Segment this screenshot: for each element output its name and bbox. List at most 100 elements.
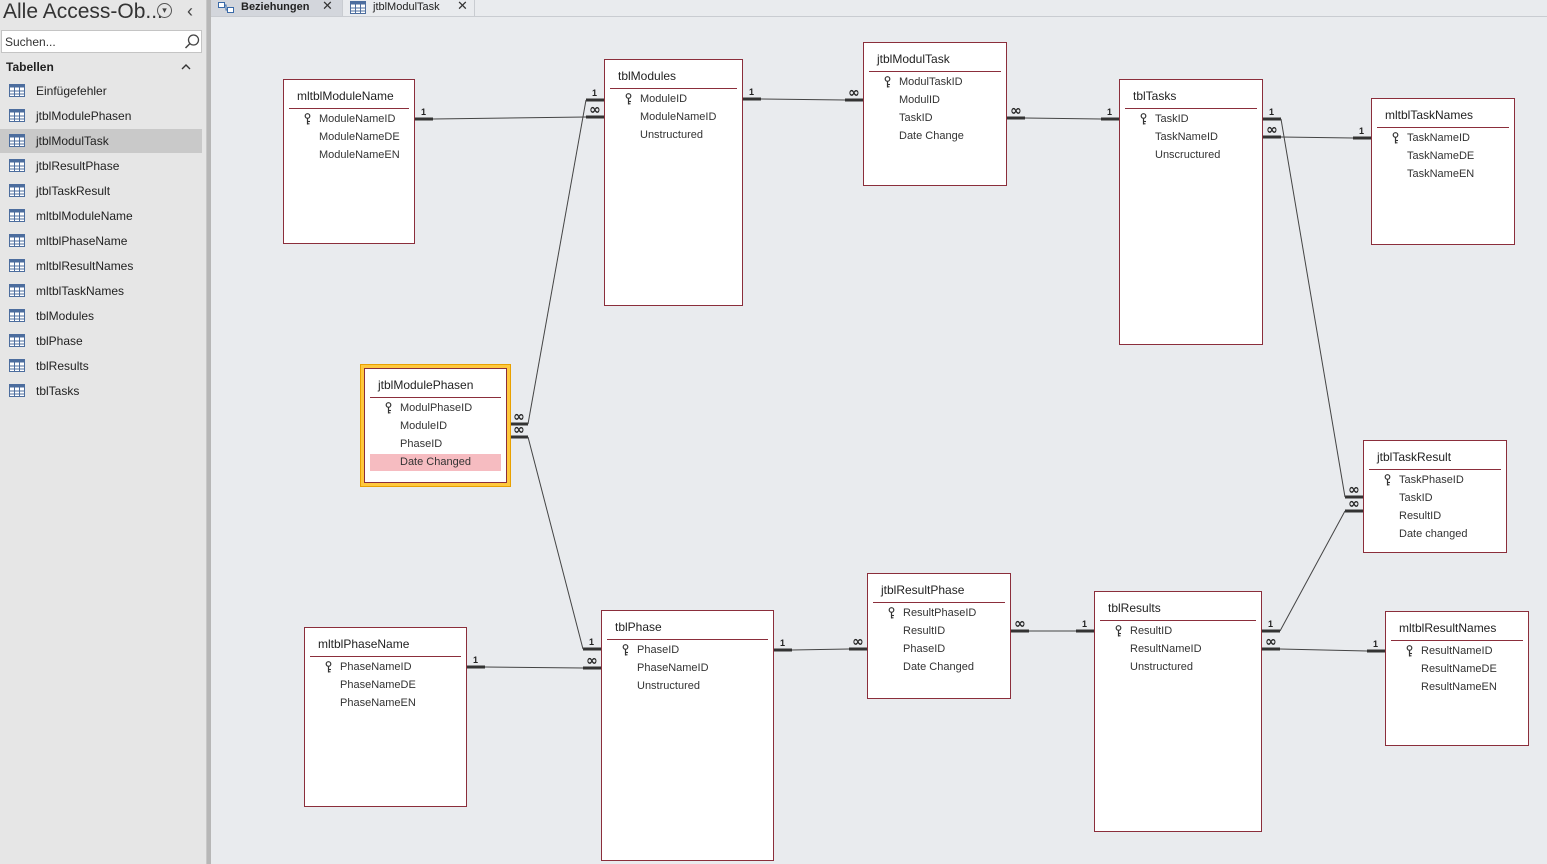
field-name: Date Changed [400,456,471,468]
search-icon[interactable] [183,33,201,51]
search-input[interactable] [5,33,175,50]
table-title[interactable]: mltblResultNames [1399,621,1497,635]
field-row[interactable]: ResultNameID [1391,643,1523,660]
search-box[interactable] [1,30,202,53]
field-row[interactable]: Unstructured [607,678,768,695]
field-row[interactable]: PhaseID [607,642,768,659]
field-row[interactable]: PhaseNameID [310,659,461,676]
table-title[interactable]: tblPhase [615,620,662,634]
nav-item-jtbltaskresult[interactable]: jtblTaskResult [0,179,202,203]
field-row[interactable]: ResultNameID [1100,641,1256,658]
table-title[interactable]: jtblResultPhase [881,583,965,597]
field-row[interactable]: ModuleNameDE [289,129,409,146]
field-row[interactable]: PhaseNameEN [310,695,461,712]
nav-item-tbltasks[interactable]: tblTasks [0,379,202,403]
field-row[interactable]: TaskID [869,110,1001,127]
nav-item-mltbltasknames[interactable]: mltblTaskNames [0,279,202,303]
table-title[interactable]: tblResults [1108,601,1161,615]
field-name: Date Change [899,130,964,142]
field-row[interactable]: ModuleNameID [289,111,409,128]
field-row[interactable]: PhaseID [370,436,501,453]
field-row[interactable]: Date changed [1369,526,1501,543]
field-row[interactable]: ModulTaskID [869,74,1001,91]
field-row[interactable]: TaskID [1369,490,1501,507]
field-row[interactable]: Unscructured [1125,147,1257,164]
field-name: PhaseID [637,644,680,656]
tab-jtblmodultask[interactable]: jtblModulTask ✕ [343,0,475,16]
field-row[interactable]: TaskNameID [1125,129,1257,146]
primary-key-icon [325,661,332,673]
nav-item-jtblresultphase[interactable]: jtblResultPhase [0,154,202,178]
field-row[interactable]: ResultID [873,623,1005,640]
field-row[interactable]: TaskNameEN [1377,166,1509,183]
table-title[interactable]: jtblTaskResult [1377,450,1452,464]
table-box-tblphase[interactable]: tblPhase PhaseID PhaseNameID Unstructured [601,610,774,861]
nav-item-tblresults[interactable]: tblResults [0,354,202,378]
table-icon [9,109,25,122]
field-row[interactable]: TaskNameDE [1377,148,1509,165]
collapse-pane-icon[interactable]: ‹ [187,1,193,21]
field-row[interactable]: PhaseNameID [607,660,768,677]
field-name: PhaseNameDE [340,679,416,691]
field-row[interactable]: ModulID [869,92,1001,109]
table-box-mltblphasename[interactable]: mltblPhaseName PhaseNameID PhaseNameDE Pha… [304,627,467,807]
field-row[interactable]: ModuleID [610,91,737,108]
table-title[interactable]: mltblTaskNames [1385,108,1474,122]
field-row[interactable]: TaskID [1125,111,1257,128]
field-row[interactable]: PhaseNameDE [310,677,461,694]
table-title[interactable]: tblTasks [1133,89,1177,103]
nav-dropdown-icon[interactable]: ▾ [157,3,172,18]
field-row[interactable]: ResultNameDE [1391,661,1523,678]
field-row[interactable]: Unstructured [610,127,737,144]
field-row[interactable]: ModulPhaseID [370,400,501,417]
field-row[interactable]: Date Changed [370,454,501,471]
nav-item-tblmodules[interactable]: tblModules [0,304,202,328]
table-title[interactable]: tblModules [618,69,677,83]
close-tab-icon[interactable]: ✕ [322,0,333,13]
table-title[interactable]: jtblModulePhasen [378,378,474,392]
close-tab-icon[interactable]: ✕ [457,0,468,13]
field-row[interactable]: ModuleNameID [610,109,737,126]
tab-beziehungen[interactable]: Beziehungen ✕ [211,0,343,16]
field-row[interactable]: ResultNameEN [1391,679,1523,696]
nav-item-tblphase[interactable]: tblPhase [0,329,202,353]
chevron-up-icon[interactable] [180,61,192,73]
field-row[interactable]: Date Changed [873,659,1005,676]
field-name: Unstructured [637,680,700,692]
field-row[interactable]: ModuleID [370,418,501,435]
nav-item-mltblmodulename[interactable]: mltblModuleName [0,204,202,228]
field-row[interactable]: ResultID [1369,508,1501,525]
nav-item-jtblmodultask[interactable]: jtblModulTask [0,129,202,153]
field-row[interactable]: ResultPhaseID [873,605,1005,622]
field-row[interactable]: Date Change [869,128,1001,145]
field-row[interactable]: PhaseID [873,641,1005,658]
nav-pane-title[interactable]: Alle Access-Ob... [3,0,163,23]
nav-item-label: mltblModuleName [36,209,133,223]
field-row[interactable]: TaskPhaseID [1369,472,1501,489]
field-row[interactable]: ResultID [1100,623,1256,640]
nav-item-einfügefehler[interactable]: Einfügefehler [0,79,202,103]
table-title[interactable]: mltblPhaseName [318,637,410,651]
table-title[interactable]: mltblModuleName [297,89,394,103]
group-label: Tabellen [6,60,54,74]
nav-item-jtblmodulephasen[interactable]: jtblModulePhasen [0,104,202,128]
table-title[interactable]: jtblModulTask [877,52,950,66]
group-header-tables[interactable]: Tabellen [0,58,203,78]
nav-item-mltblphasename[interactable]: mltblPhaseName [0,229,202,253]
field-row[interactable]: Unstructured [1100,659,1256,676]
field-row[interactable]: TaskNameID [1377,130,1509,147]
nav-item-mltblresultnames[interactable]: mltblResultNames [0,254,202,278]
field-row[interactable]: ModuleNameEN [289,147,409,164]
nav-item-label: jtblTaskResult [36,184,111,198]
pane-splitter[interactable] [207,0,211,864]
